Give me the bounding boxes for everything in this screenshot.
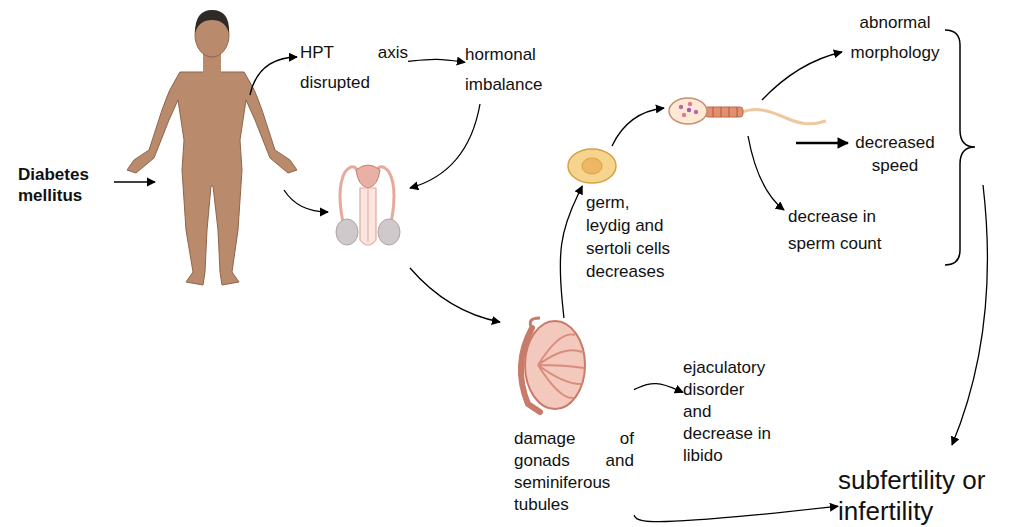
cell-nucleus: [582, 158, 602, 174]
image-node: damage of gonads and seminiferous tubule…: [514, 318, 634, 516]
urethra: [368, 188, 369, 242]
human-hair: [195, 10, 229, 33]
midpiece-stripes: [713, 107, 737, 117]
human-body: [127, 72, 297, 285]
node-text: abnormal morphology: [840, 8, 950, 68]
bladder: [356, 165, 380, 188]
chromatin-dot: [688, 102, 692, 106]
flow-arrow: [410, 104, 480, 188]
text-node: abnormal morphology: [840, 8, 950, 68]
text-node: HPT axis disrupted: [300, 38, 408, 98]
testis-section: [525, 321, 585, 409]
testis-icon: [378, 219, 400, 245]
sperm-head: [669, 98, 707, 124]
arrow-connector: [560, 186, 582, 318]
chromatin-dot: [682, 113, 686, 117]
image-node: germ, leydig and sertoli cells decreases: [566, 146, 618, 186]
sperm-midpiece: [705, 107, 743, 117]
chromatin-dot: [679, 105, 683, 109]
flow-arrow: [612, 108, 664, 146]
curly-bracket: [945, 30, 975, 265]
text-node: ejaculatory disorder and decrease in lib…: [683, 357, 773, 467]
text-node: decrease in sperm count: [788, 203, 898, 257]
chromatin-dot: [694, 110, 698, 114]
text-node: subfertility or infertility: [838, 465, 1018, 527]
flow-arrow: [796, 142, 848, 145]
arrow-connector: [408, 59, 465, 62]
node-text: HPT axis disrupted: [300, 38, 408, 98]
node-text: germ, leydig and sertoli cells decreases: [586, 192, 676, 284]
node-text: ejaculatory disorder and decrease in lib…: [683, 357, 773, 467]
flow-arrow: [250, 57, 297, 95]
epididymis: [521, 328, 540, 412]
flow-arrow: [284, 190, 328, 212]
seminiferous-lobules: [538, 334, 584, 398]
penis-shaft: [360, 188, 376, 245]
arrow-connector: [634, 384, 683, 393]
node-text: decrease in sperm count: [788, 203, 898, 257]
node-text: damage of gonads and seminiferous tubule…: [514, 428, 634, 516]
node-text: hormonal imbalance: [465, 40, 560, 100]
text-node: hormonal imbalance: [465, 40, 560, 100]
node-text: Diabetes mellitus: [18, 164, 118, 207]
node-text: subfertility or infertility: [838, 465, 1018, 527]
chromatin-dot: [687, 108, 691, 112]
flow-arrow: [410, 268, 500, 322]
node-text: decreased speed: [840, 132, 950, 178]
arrow-connector: [634, 506, 838, 521]
flow-arrow: [748, 136, 784, 210]
testis-icon: [336, 219, 358, 245]
text-node: decreased speed: [840, 132, 950, 178]
spermatic-duct: [530, 318, 540, 330]
flow-arrow: [114, 181, 155, 182]
flow-arrow: [952, 185, 987, 445]
germ-cell: [568, 149, 616, 183]
text-node: Diabetes mellitus: [18, 164, 118, 207]
flow-arrow: [762, 52, 842, 100]
sperm-tail: [742, 110, 826, 124]
